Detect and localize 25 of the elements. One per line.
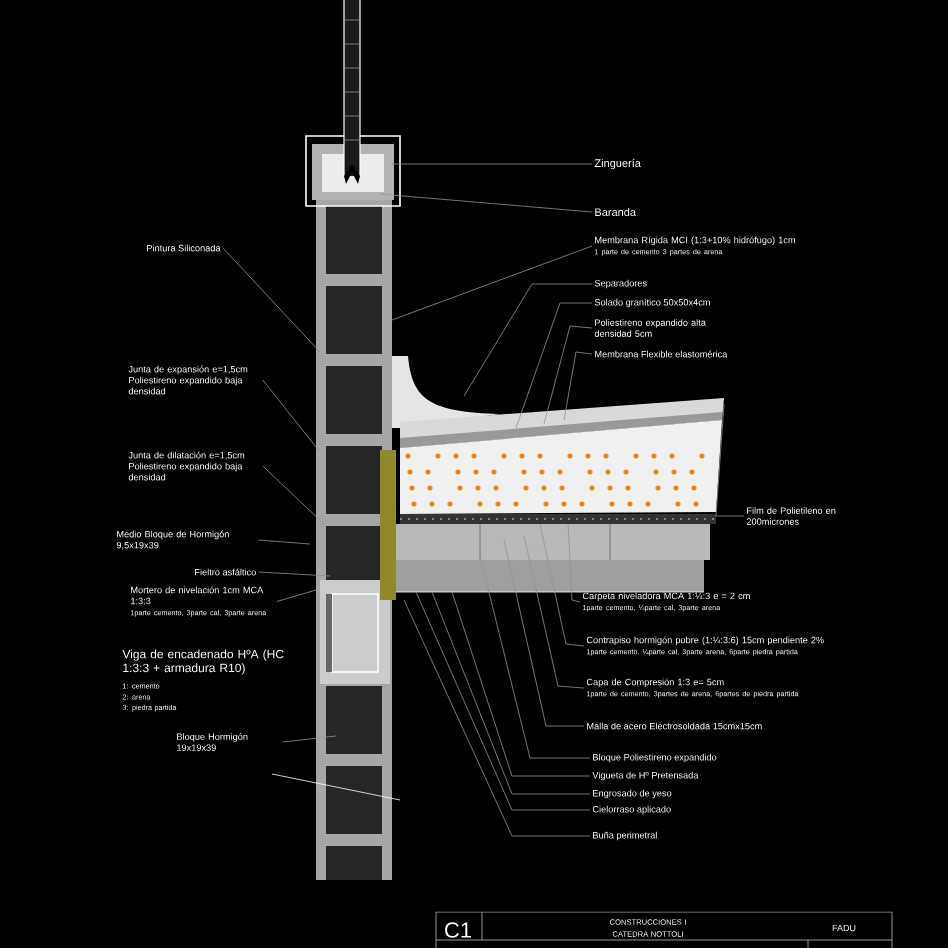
leader-line <box>463 283 593 397</box>
leader-line <box>431 591 591 795</box>
leader-line <box>282 735 337 743</box>
leader-line <box>379 193 593 213</box>
leader-line <box>539 523 585 647</box>
leader-line <box>503 539 585 727</box>
leader-line <box>715 403 745 517</box>
leader-line <box>258 571 331 577</box>
leader-line <box>479 555 591 759</box>
leader-line <box>258 539 311 545</box>
sheet-number: C1 <box>445 922 471 938</box>
leader-line <box>451 591 591 777</box>
leader-line <box>415 591 591 811</box>
leader-line <box>403 599 591 837</box>
leader-line <box>563 351 593 421</box>
leader-line <box>262 465 325 525</box>
leader-line <box>276 589 317 602</box>
leader-line <box>515 302 593 429</box>
leader-line <box>222 247 321 353</box>
leader-line <box>391 245 593 321</box>
leader-line <box>391 163 593 165</box>
leader-line <box>567 523 581 603</box>
leader-line <box>262 379 321 453</box>
leader-line <box>543 325 593 425</box>
leader-line <box>523 535 585 689</box>
